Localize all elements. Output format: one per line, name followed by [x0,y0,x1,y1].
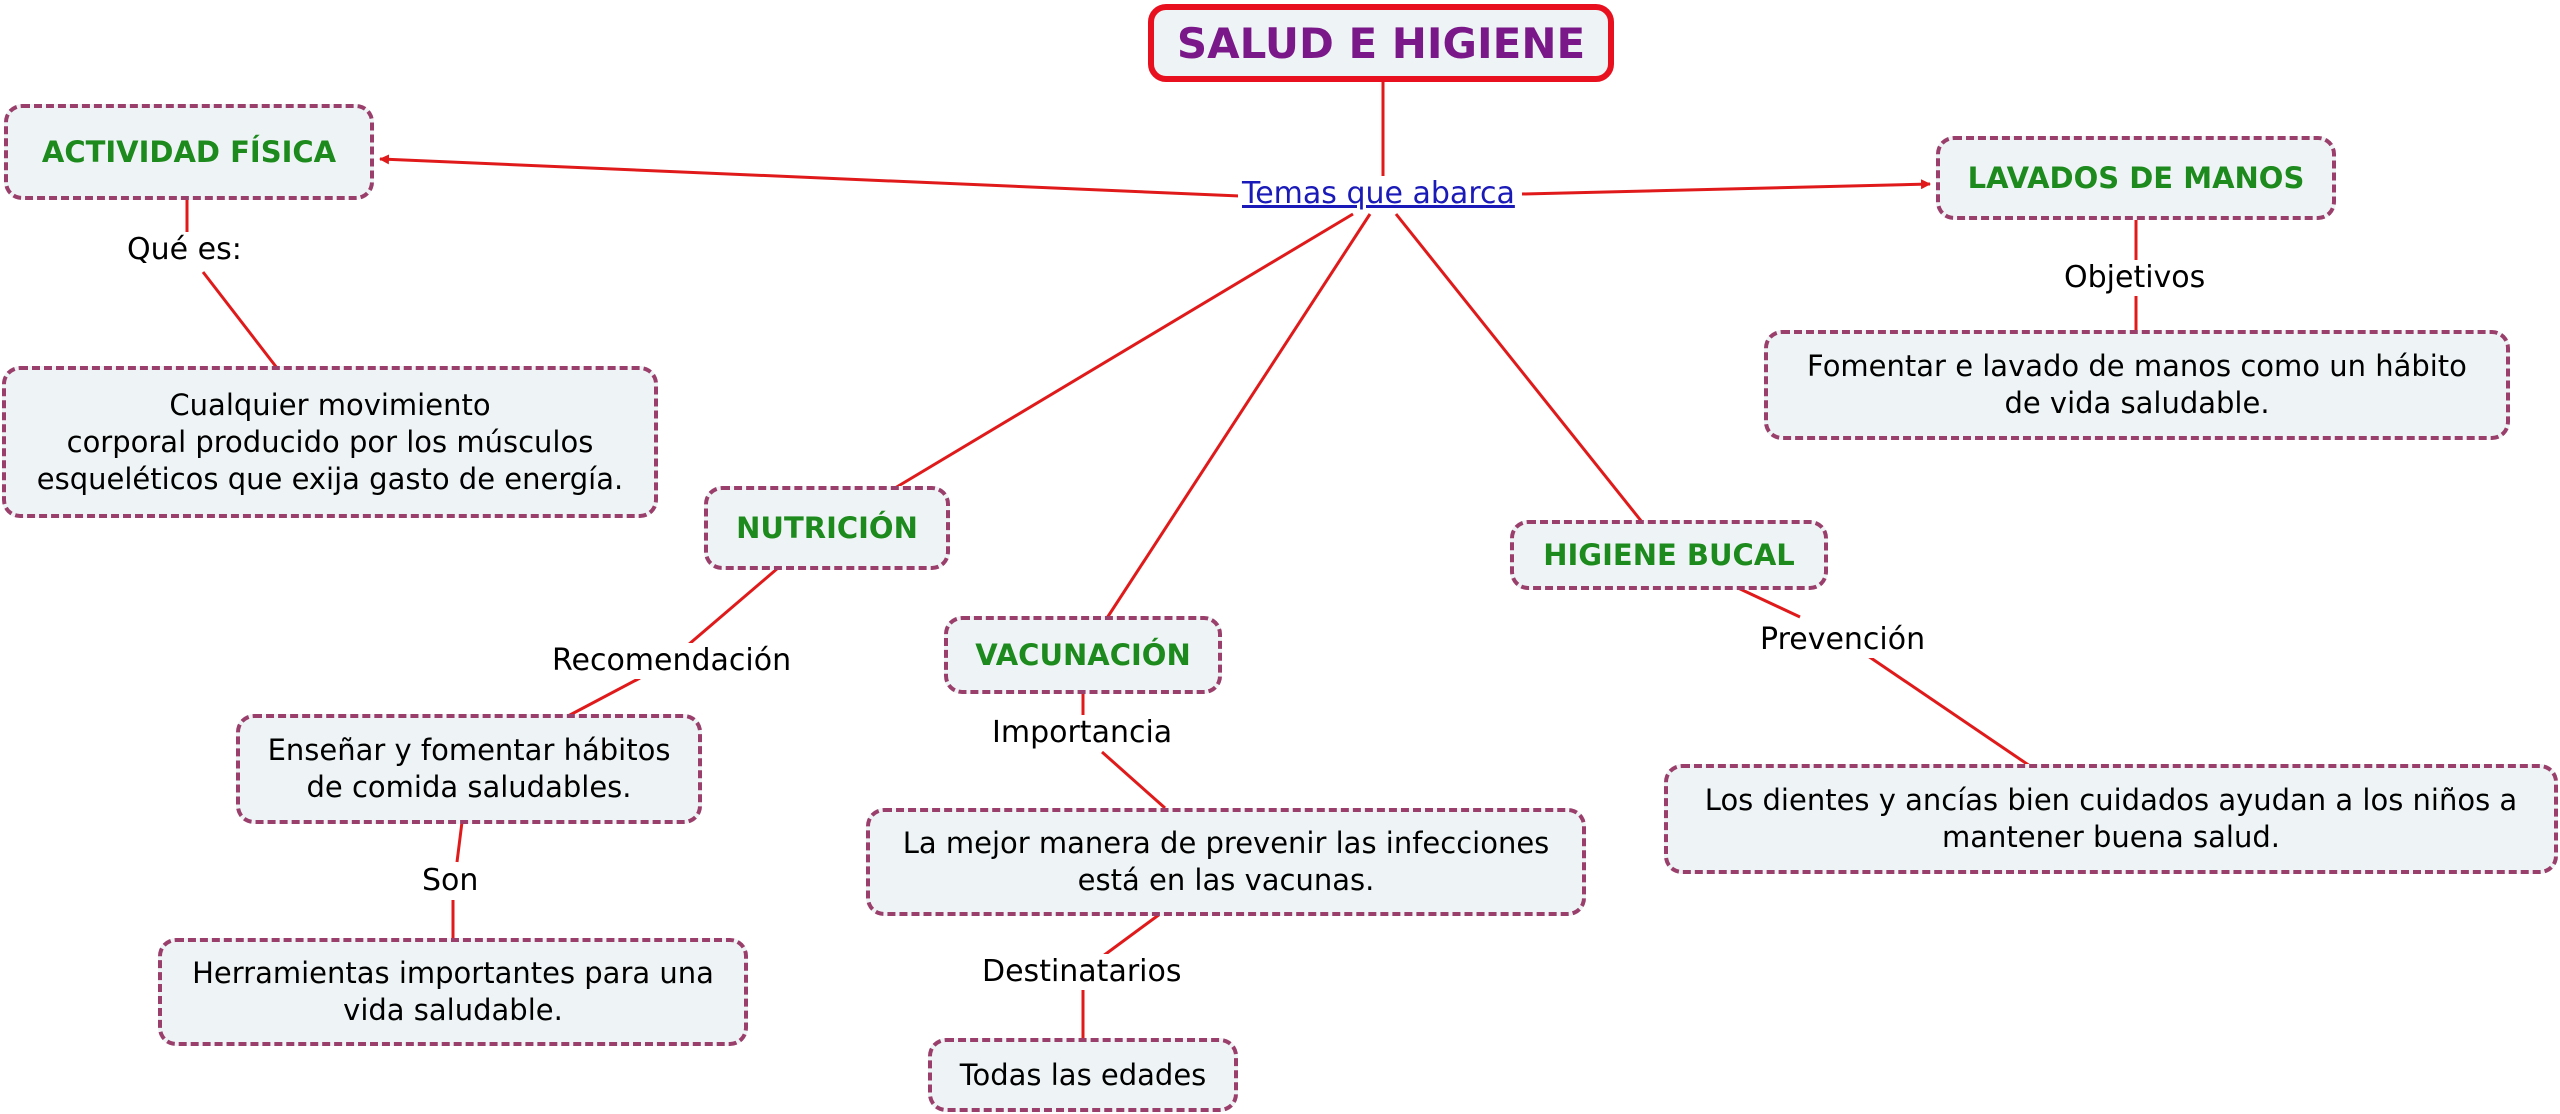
edge-label-to-bucal-prev [1867,654,2031,768]
topic-label: HIGIENE BUCAL [1543,538,1795,572]
concept-text: La mejor manera de prevenir las infeccio… [902,826,1550,897]
concept-node-bucal-prevencion: Los dientes y ancías bien cuidados ayuda… [1664,764,2558,874]
edge-link-to-actividad [379,154,1241,198]
relation-label-prevencion: Prevención [1756,622,1930,658]
edge-label-to-vacunacion-imp [1101,750,1166,810]
concept-text: Herramientas importantes para una vida s… [192,956,714,1027]
link-label-temas[interactable]: Temas que abarca [1238,176,1519,212]
edge-link-to-vacunacion [1105,213,1372,619]
edge-vacunacion-imp-to-label [1102,912,1161,958]
edge-nutricion-to-label [687,566,779,647]
concept-text: Enseñar y fomentar hábitos de comida sal… [267,733,671,804]
relation-label-recomendacion: Recomendación [548,643,796,679]
edge-nutricion-rec-to-label [455,821,464,863]
edge-link-to-higiene-bucal [1394,213,1644,523]
concept-node-vacunacion-importancia: La mejor manera de prevenir las infeccio… [866,808,1586,916]
relation-label-objetivos: Objetivos [2060,260,2210,296]
topic-node-higiene-bucal: HIGIENE BUCAL [1510,520,1828,590]
concept-text: Los dientes y ancías bien cuidados ayuda… [1704,783,2518,854]
topic-label: NUTRICIÓN [736,511,918,545]
topic-node-lavados-de-manos: LAVADOS DE MANOS [1936,136,2336,220]
topic-label: ACTIVIDAD FÍSICA [41,135,337,169]
topic-node-actividad-fisica: ACTIVIDAD FÍSICA [4,104,374,200]
relation-label-destinatarios: Destinatarios [978,954,1186,990]
topic-node-vacunacion: VACUNACIÓN [944,616,1222,694]
concept-node-vacunacion-destinatarios: Todas las edades [928,1038,1238,1112]
concept-node-nutricion-recomendacion: Enseñar y fomentar hábitos de comida sal… [236,714,702,824]
relation-label-importancia: Importancia [988,715,1177,751]
root-node: SALUD E HIGIENE [1148,4,1614,82]
concept-text: Todas las edades [959,1057,1207,1092]
concept-text: Fomentar e lavado de manos como un hábit… [1807,349,2467,420]
edge-label-to-nutricion-rec [567,676,641,718]
concept-text: Cualquier movimiento corporal producido … [36,387,624,496]
topic-node-nutricion: NUTRICIÓN [704,486,950,570]
relation-label-que-es: Qué es: [123,232,246,268]
root-title: SALUD E HIGIENE [1176,18,1586,68]
relation-label-son: Son [418,863,483,899]
edge-link-to-nutricion [894,212,1354,490]
concept-node-nutricion-herramientas: Herramientas importantes para una vida s… [158,938,748,1046]
edge-label-to-actividad-def [201,271,279,369]
edge-link-to-lavados [1521,179,1931,196]
concept-node-actividad-definicion: Cualquier movimiento corporal producido … [2,366,658,518]
topic-label: VACUNACIÓN [975,638,1191,672]
topic-label: LAVADOS DE MANOS [1967,161,2305,195]
concept-node-lavados-objetivo: Fomentar e lavado de manos como un hábit… [1764,330,2510,440]
edge-higiene-bucal-to-label [1737,586,1801,619]
